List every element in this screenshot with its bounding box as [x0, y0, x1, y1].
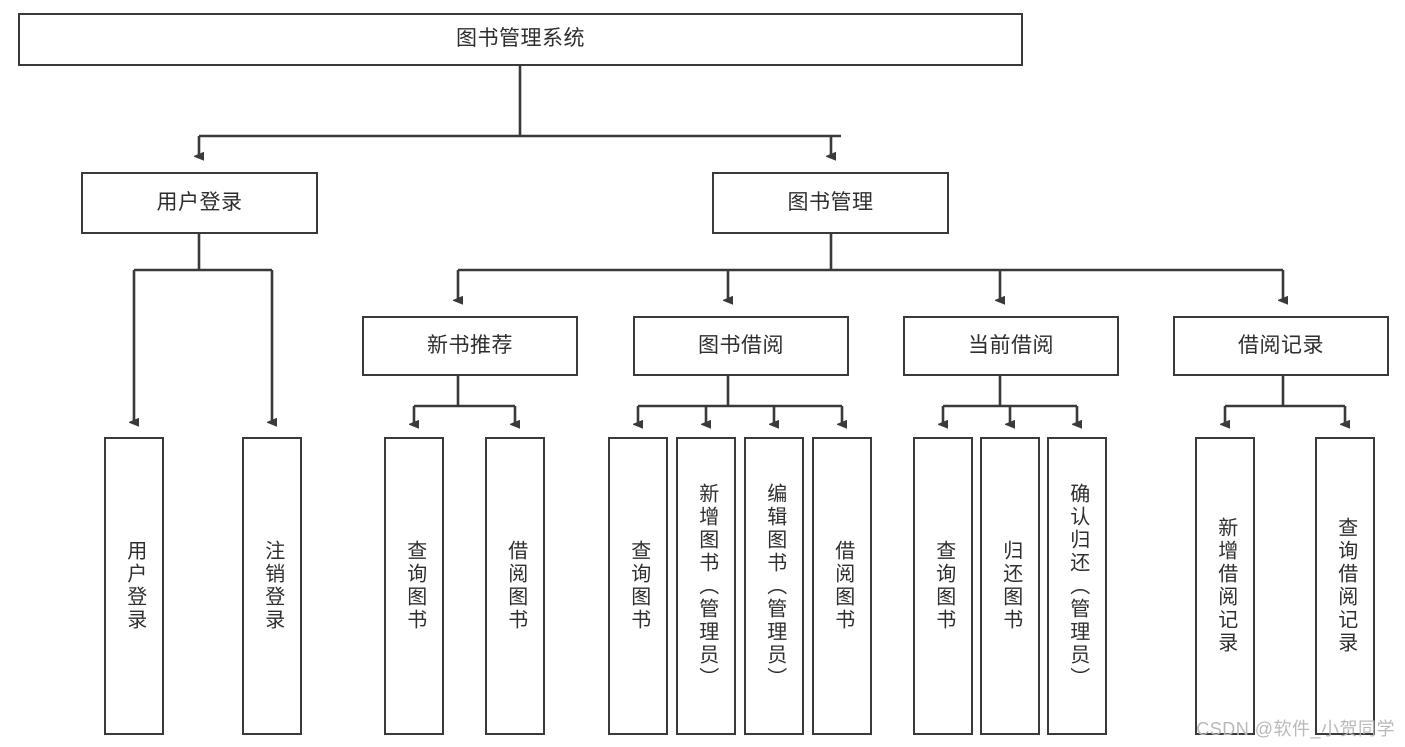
node-leaf-logout-login[interactable]: 注销登录 [242, 437, 302, 735]
node-label: 用户登录 [123, 540, 146, 632]
node-label: 图书借阅 [698, 333, 784, 357]
node-label: 图书管理系统 [456, 27, 585, 51]
node-leaf-borrow-book-1[interactable]: 借阅图书 [485, 437, 545, 735]
node-label: 查询借阅记录 [1334, 517, 1357, 655]
node-leaf-edit-book-admin[interactable]: 编辑图书（管理员） [744, 437, 804, 735]
node-borrow-record[interactable]: 借阅记录 [1173, 316, 1389, 376]
node-leaf-add-book-admin[interactable]: 新增图书（管理员） [676, 437, 736, 735]
node-leaf-query-book-2[interactable]: 查询图书 [608, 437, 668, 735]
node-label: 确认归还（管理员） [1066, 482, 1089, 690]
node-label: 查询图书 [627, 540, 650, 632]
node-label: 查询图书 [932, 540, 955, 632]
node-root-book-management-system[interactable]: 图书管理系统 [18, 13, 1023, 66]
node-leaf-return-book[interactable]: 归还图书 [980, 437, 1040, 735]
node-label: 借阅图书 [504, 540, 527, 632]
node-leaf-query-borrow-record[interactable]: 查询借阅记录 [1315, 437, 1375, 735]
node-new-book-recommend[interactable]: 新书推荐 [362, 316, 578, 376]
node-leaf-query-book-1[interactable]: 查询图书 [384, 437, 444, 735]
node-leaf-borrow-book-2[interactable]: 借阅图书 [812, 437, 872, 735]
node-label: 当前借阅 [968, 333, 1054, 357]
node-label: 编辑图书（管理员） [763, 482, 786, 690]
node-label: 新增借阅记录 [1214, 517, 1237, 655]
node-label: 借阅记录 [1238, 333, 1324, 357]
node-leaf-confirm-return-admin[interactable]: 确认归还（管理员） [1047, 437, 1107, 735]
node-label: 新增图书（管理员） [695, 482, 718, 690]
node-book-manage[interactable]: 图书管理 [712, 172, 949, 234]
node-label: 查询图书 [403, 540, 426, 632]
node-label: 图书管理 [787, 190, 874, 214]
csdn-watermark: CSDN @软件_小贺同学 [1196, 719, 1395, 739]
node-current-borrow[interactable]: 当前借阅 [903, 316, 1119, 376]
node-label: 用户登录 [156, 190, 243, 214]
node-leaf-query-book-3[interactable]: 查询图书 [913, 437, 973, 735]
node-book-borrow[interactable]: 图书借阅 [633, 316, 849, 376]
node-label: 新书推荐 [427, 333, 513, 357]
node-leaf-add-borrow-record[interactable]: 新增借阅记录 [1195, 437, 1255, 735]
node-label: 归还图书 [999, 540, 1022, 632]
node-label: 借阅图书 [831, 540, 854, 632]
node-user-login[interactable]: 用户登录 [81, 172, 318, 234]
node-leaf-user-login[interactable]: 用户登录 [104, 437, 164, 735]
node-label: 注销登录 [261, 540, 284, 632]
